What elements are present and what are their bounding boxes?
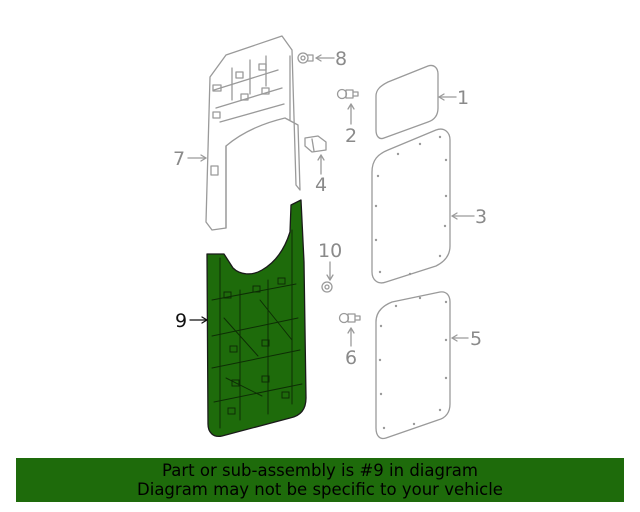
clip-8-icon xyxy=(297,52,314,64)
callout-1: 1 xyxy=(457,87,469,109)
clip-10-icon xyxy=(321,281,333,293)
clip-4-icon xyxy=(304,135,327,153)
insulation-panel-3 xyxy=(371,128,451,284)
leader-lines xyxy=(187,54,475,347)
callout-8: 8 xyxy=(335,48,347,70)
parts-diagram: 8 1 2 7 4 3 10 9 5 6 xyxy=(173,35,487,440)
banner-line-part-number: Part or sub-assembly is #9 in diagram xyxy=(162,461,478,480)
leader-9 xyxy=(189,316,208,324)
clip-2-icon xyxy=(336,88,359,100)
callout-4: 4 xyxy=(315,174,327,196)
callout-3: 3 xyxy=(475,206,487,228)
banner-line-disclaimer: Diagram may not be specific to your vehi… xyxy=(137,480,503,499)
callout-9: 9 xyxy=(175,310,187,332)
callout-10: 10 xyxy=(318,240,342,262)
lower-trim-panel-highlighted xyxy=(206,199,307,438)
callout-7: 7 xyxy=(173,148,185,170)
callout-5: 5 xyxy=(470,328,482,350)
clip-6-icon xyxy=(338,312,361,324)
callout-6: 6 xyxy=(345,347,357,369)
upper-trim-panel xyxy=(205,35,301,231)
disclaimer-banner: Part or sub-assembly is #9 in diagram Di… xyxy=(16,458,624,502)
callout-2: 2 xyxy=(345,125,357,147)
window-panel-1 xyxy=(375,64,439,140)
insulation-panel-5 xyxy=(375,291,451,440)
